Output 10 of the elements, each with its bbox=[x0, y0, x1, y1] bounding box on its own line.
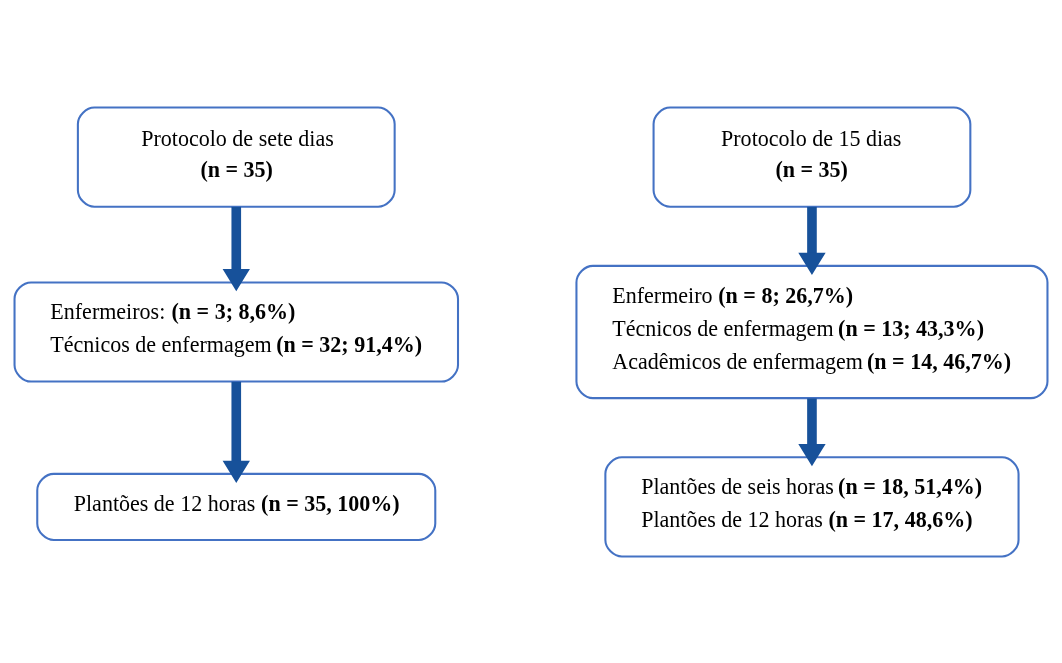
node-box: Enfermeiros: (n = 3; 8,6%) Técnicos de enfermagem (n = 32; 91,4%) bbox=[13, 280, 460, 383]
arrow bbox=[222, 206, 250, 291]
arrow bbox=[798, 397, 826, 466]
node-box: Enfermeiro (n = 8; 26,7%) Técnicos de enfermagem (n = 13; 43,3%) Acadêmicos de enfermagem (n = 14, 46,7%) bbox=[575, 264, 1049, 399]
arrow bbox=[798, 206, 826, 275]
node-box: Protocolo de sete dias (n = 35) bbox=[76, 105, 396, 208]
node-box: Plantões de seis horas (n = 18, 51,4%) Plantões de 12 horas (n = 17, 48,6%) bbox=[604, 455, 1020, 558]
node-box: Protocolo de 15 dias (n = 35) bbox=[652, 105, 972, 208]
node-box: Plantões de 12 horas (n = 35, 100%) bbox=[36, 472, 437, 541]
arrow bbox=[222, 381, 250, 483]
